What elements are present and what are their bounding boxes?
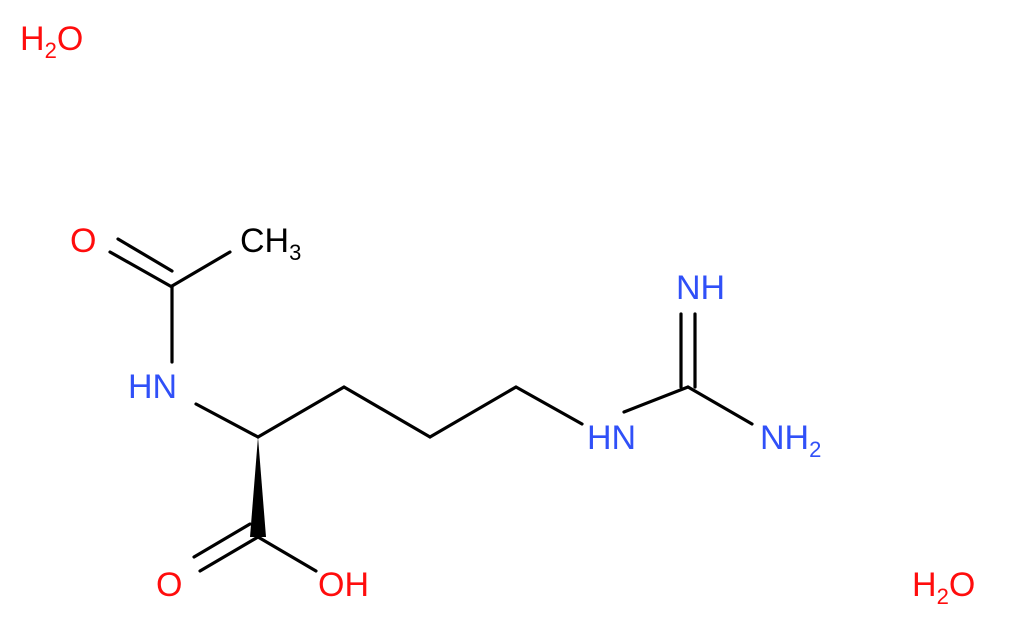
hydroxyl: OH <box>318 566 369 604</box>
bond-cz-nh2 <box>686 385 754 426</box>
imine-nh: NH <box>676 269 725 307</box>
bond-carboxyl-co-1 <box>198 535 260 573</box>
bond-acetyl-co-1 <box>108 250 174 289</box>
guanidine-nh: HN <box>587 419 636 457</box>
bond-n-alpha <box>194 402 260 439</box>
bonds <box>108 237 754 573</box>
water-bottom: H2O <box>912 566 975 609</box>
bond-carboxyl-oh <box>256 535 318 573</box>
bond-carboxyl-co-2 <box>192 522 252 559</box>
bond-cg-cd <box>428 385 518 439</box>
bond-alpha-cb <box>256 385 346 439</box>
bond-ne-cz <box>622 385 690 414</box>
carbonyl-oxygen: O <box>156 566 182 604</box>
bond-acetyl-methyl <box>170 250 232 288</box>
bond-acetyl-co-2 <box>116 237 174 273</box>
wedge-bond-alpha-carboxyl <box>250 437 266 537</box>
acetyl-oxygen: O <box>70 222 96 260</box>
amide-nh: HN <box>128 368 177 406</box>
atom-labels: H2O O CH3 HN NH HN NH2 O OH H2O <box>20 20 975 609</box>
amine-nh2: NH2 <box>760 419 821 462</box>
methyl-group: CH3 <box>240 222 301 265</box>
water-top: H2O <box>20 20 83 63</box>
bond-cd-ne <box>514 385 584 426</box>
bond-cb-cg <box>342 385 432 439</box>
